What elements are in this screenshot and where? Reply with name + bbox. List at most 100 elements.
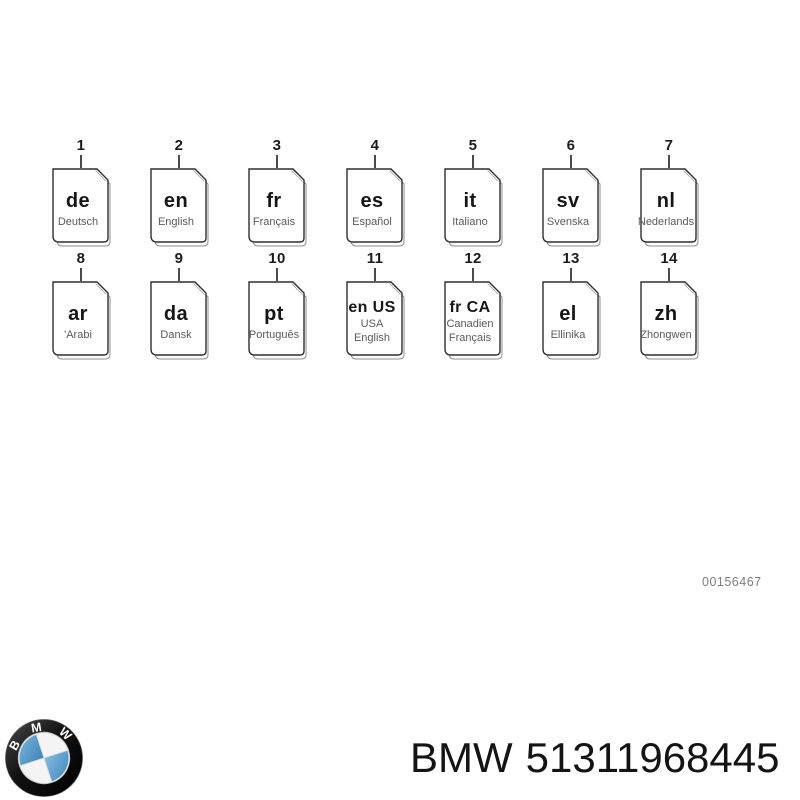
booklet-label: it Italiano: [442, 180, 498, 240]
item-number: 11: [366, 250, 384, 267]
language-code: en US: [348, 299, 396, 317]
booklet-icon: [52, 281, 111, 360]
language-name: Nederlands: [637, 215, 695, 228]
booklet-icon: [640, 168, 699, 247]
booklet-label: en English: [148, 180, 204, 240]
manual-booklet: ar 'Arabi: [49, 281, 113, 361]
leader-line: [668, 268, 670, 281]
language-names: Español: [352, 216, 392, 230]
language-code: en: [163, 189, 189, 212]
booklet-icon: [150, 281, 209, 360]
language-code: fr: [266, 189, 282, 212]
item-number: 13: [562, 250, 580, 267]
language-name: English: [157, 215, 195, 228]
bmw-logo-icon: B M W: [4, 718, 83, 797]
language-name: Ellinika: [550, 328, 586, 341]
leader-line: [570, 155, 572, 168]
language-name: USA: [360, 318, 384, 331]
item-number: 7: [664, 137, 674, 154]
leader-line: [178, 155, 180, 168]
booklet-label: sv Svenska: [540, 180, 596, 240]
manual-booklet: de Deutsch: [49, 168, 113, 248]
manual-booklet: da Dansk: [147, 281, 211, 361]
booklet-icon: [444, 168, 503, 247]
language-names: Dansk: [160, 329, 191, 343]
leader-line: [374, 155, 376, 168]
manual-row-2: 8 ar 'Arabi 9 da Dansk: [49, 251, 701, 361]
manual-booklet: it Italiano: [441, 168, 505, 248]
booklet-label: da Dansk: [148, 293, 204, 353]
item-number: 8: [76, 250, 86, 267]
language-names: Português: [249, 329, 299, 343]
manual-booklet: zh Zhongwen: [637, 281, 701, 361]
manual-booklet: el Ellinika: [539, 281, 603, 361]
item-number: 14: [660, 250, 678, 267]
manual-booklet: en English: [147, 168, 211, 248]
language-code: nl: [656, 189, 676, 212]
manual-booklet: es Español: [343, 168, 407, 248]
item-number: 3: [272, 137, 282, 154]
manual-item-7: 7 nl Nederlands: [637, 138, 701, 248]
item-number: 5: [468, 137, 478, 154]
language-name: Español: [352, 215, 392, 228]
manual-item-13: 13 el Ellinika: [539, 251, 603, 361]
language-code: es: [360, 189, 384, 212]
booklet-icon: [150, 168, 209, 247]
booklet-label: nl Nederlands: [638, 180, 694, 240]
item-number: 4: [370, 137, 380, 154]
language-name: Français: [448, 332, 492, 344]
language-name: Zhongwen: [640, 328, 692, 341]
booklet-icon: [346, 168, 405, 247]
booklet-label: ar 'Arabi: [50, 293, 106, 353]
language-code: ar: [68, 302, 88, 325]
language-name: Français: [252, 215, 296, 228]
item-number: 9: [174, 250, 184, 267]
manual-row-1: 1 de Deutsch 2 en English: [49, 138, 701, 248]
language-names: Deutsch: [58, 216, 98, 230]
language-code: zh: [654, 302, 678, 325]
manual-item-6: 6 sv Svenska: [539, 138, 603, 248]
brand-text: BMW: [410, 734, 513, 781]
language-code: it: [463, 189, 477, 212]
language-name: Italiano: [452, 215, 488, 228]
item-number: 2: [174, 137, 184, 154]
manual-booklet: fr Français: [245, 168, 309, 248]
language-code: fr CA: [449, 299, 491, 317]
manual-item-9: 9 da Dansk: [147, 251, 211, 361]
language-name: Português: [248, 328, 300, 341]
booklet-icon: [346, 281, 405, 360]
booklet-icon: [444, 281, 503, 360]
part-number-text: 51311968445: [525, 734, 780, 781]
language-name: Canadien: [446, 318, 494, 331]
leader-line: [276, 268, 278, 281]
item-number: 10: [268, 250, 286, 267]
item-number: 6: [566, 137, 576, 154]
booklet-label: de Deutsch: [50, 180, 106, 240]
language-name: Deutsch: [57, 215, 99, 228]
leader-line: [472, 155, 474, 168]
manual-item-8: 8 ar 'Arabi: [49, 251, 113, 361]
manual-booklet: sv Svenska: [539, 168, 603, 248]
manual-booklet: nl Nederlands: [637, 168, 701, 248]
booklet-label: es Español: [344, 180, 400, 240]
item-number: 1: [76, 137, 86, 154]
booklet-icon: [542, 168, 601, 247]
leader-line: [374, 268, 376, 281]
manual-booklet: pt Português: [245, 281, 309, 361]
leader-line: [80, 268, 82, 281]
booklet-label: el Ellinika: [540, 293, 596, 353]
language-names: Italiano: [452, 216, 487, 230]
manual-item-2: 2 en English: [147, 138, 211, 248]
booklet-label: zh Zhongwen: [638, 293, 694, 353]
language-name: English: [353, 332, 391, 344]
booklet-label: pt Português: [246, 293, 302, 353]
language-name: Dansk: [160, 328, 192, 341]
booklet-icon: [248, 168, 307, 247]
